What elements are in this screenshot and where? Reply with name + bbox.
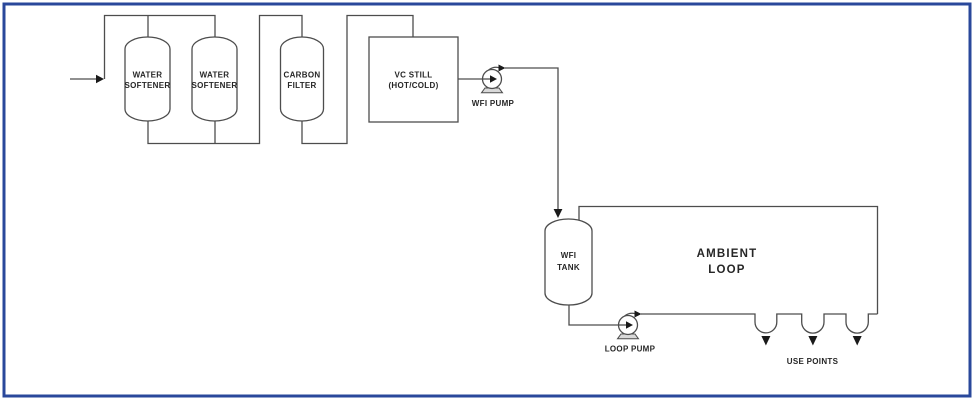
wfi-tank-label-line1: WFI <box>561 251 577 260</box>
water-softener-2-vessel <box>191 36 238 122</box>
vc-still-label-line2: (HOT/COLD) <box>388 81 438 90</box>
pipe-ambient-loop-supply <box>578 205 879 314</box>
vc-still-label-line1: VC STILL <box>395 71 433 80</box>
wfi-pump-flow-arrow-icon <box>490 75 497 83</box>
water-softener-1-label-line1: WATER <box>133 71 163 80</box>
pipe-top-header-1 <box>103 14 216 79</box>
pipe-loop-return-with-use-points <box>641 313 878 334</box>
loop-pump-label: LOOP PUMP <box>605 345 656 354</box>
loop-pump-flow-arrow-icon <box>626 321 633 329</box>
use-point-3-arrow-icon <box>852 336 862 346</box>
carbon-filter-vessel <box>279 36 325 122</box>
wfi-tank-vessel <box>544 218 593 306</box>
vc-still-box <box>368 36 459 123</box>
tank-feed-arrow-icon <box>553 209 563 218</box>
loop-pump-symbol <box>616 310 642 340</box>
wfi-pump-symbol <box>480 64 506 94</box>
water-softener-2-label-line1: WATER <box>200 71 230 80</box>
water-softener-1-vessel <box>124 36 171 122</box>
use-points-label: USE POINTS <box>787 357 839 366</box>
inlet-arrow-icon <box>96 74 104 84</box>
wfi-pump-label: WFI PUMP <box>472 99 515 108</box>
pipe-bottom-header-2 <box>301 14 414 145</box>
wfi-pump-discharge-arrow-icon <box>498 64 506 72</box>
carbon-filter-label-line1: CARBON <box>284 71 321 80</box>
water-softener-1-label-line2: SOFTENER <box>125 81 171 90</box>
pipe-tank-outlet <box>568 303 618 326</box>
loop-pump-discharge-arrow-icon <box>634 310 642 318</box>
use-point-1-arrow-icon <box>761 336 771 346</box>
ambient-loop-label-line1: AMBIENT <box>697 248 758 260</box>
ambient-loop-label-line2: LOOP <box>708 264 745 276</box>
use-point-2-arrow-icon <box>808 336 818 346</box>
pipe-bottom-header-1 <box>147 14 303 145</box>
pipe-wfi-pump-discharge <box>505 67 559 209</box>
wfi-tank-label-line2: TANK <box>557 263 580 272</box>
carbon-filter-label-line2: FILTER <box>287 81 316 90</box>
water-softener-2-label-line2: SOFTENER <box>192 81 238 90</box>
